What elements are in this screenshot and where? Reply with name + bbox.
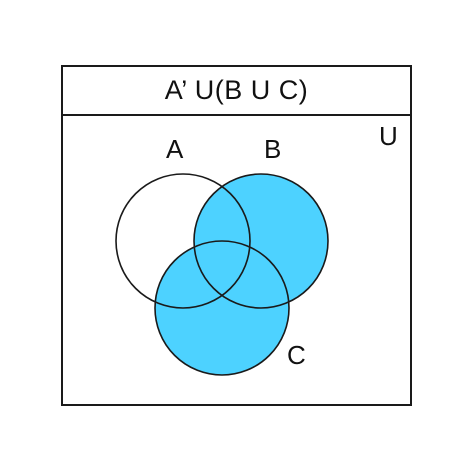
set-c-circle — [154, 240, 290, 376]
set-c-region — [155, 241, 289, 375]
set-a-label: A — [166, 134, 184, 164]
set-a-circle — [115, 173, 251, 309]
diagram-title: A’ U(B U C) — [164, 75, 309, 105]
set-b-circle — [193, 173, 329, 309]
set-b-label: B — [264, 134, 281, 164]
venn-diagram-frame: A’ U(B U C) — [61, 65, 412, 406]
universe-label: U — [379, 121, 398, 151]
title-bar: A’ U(B U C) — [63, 67, 410, 116]
set-c-label: C — [287, 340, 306, 370]
